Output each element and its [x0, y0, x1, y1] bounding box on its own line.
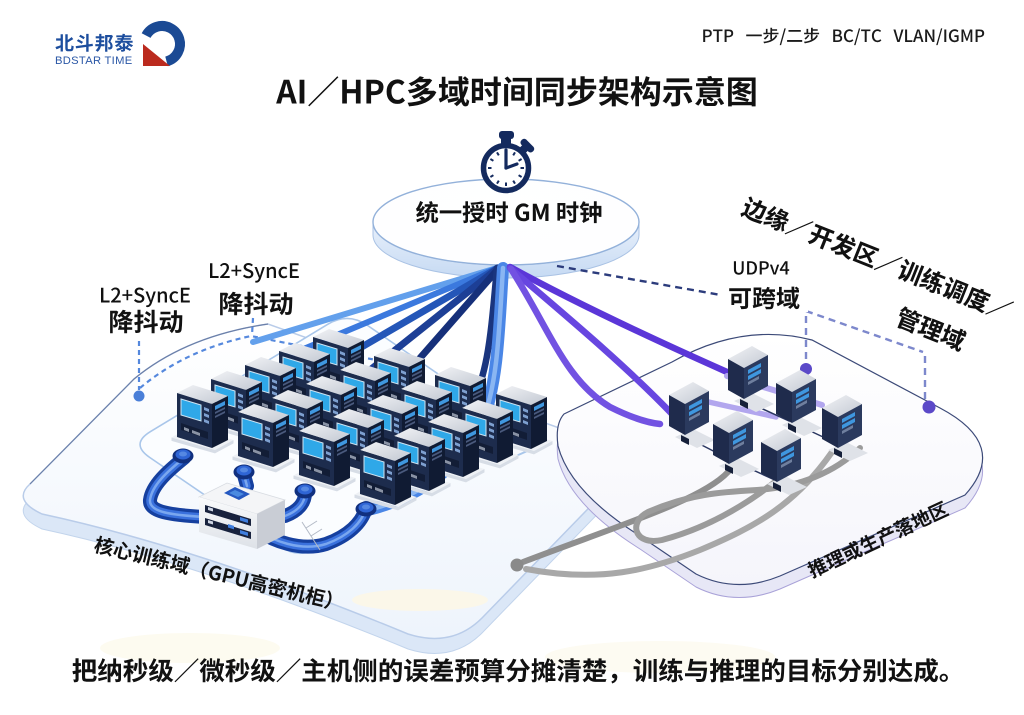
svg-text:BDSTAR TIME: BDSTAR TIME — [55, 55, 132, 67]
